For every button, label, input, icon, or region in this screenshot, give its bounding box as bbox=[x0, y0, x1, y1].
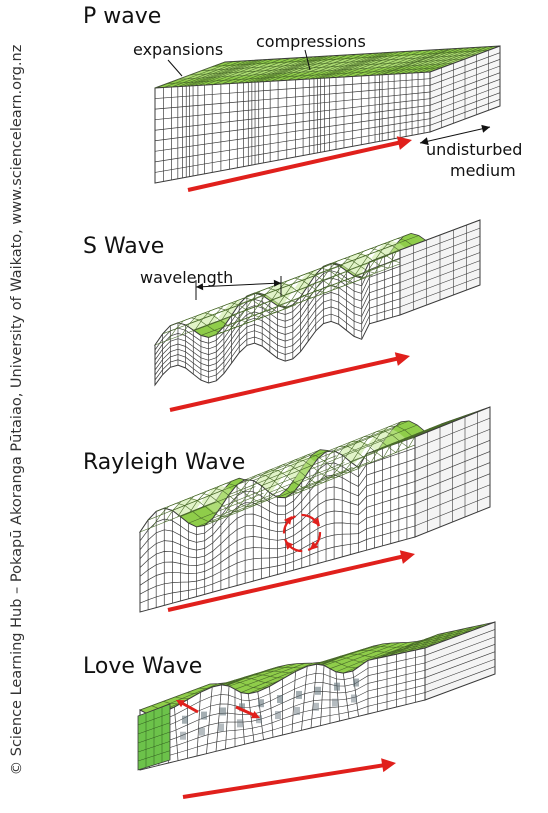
love-wave-shear-arrows bbox=[176, 700, 260, 719]
p-wave-direction-arrow bbox=[187, 136, 412, 192]
undisturbed-arrow bbox=[419, 124, 491, 146]
rayleigh-wave-title: Rayleigh Wave bbox=[83, 450, 246, 475]
expansions-label: expansions bbox=[133, 40, 224, 59]
medium-label: medium bbox=[450, 161, 516, 180]
s-wave-title: S Wave bbox=[83, 234, 165, 259]
wavelength-marker bbox=[195, 276, 282, 300]
love-wave-drawing bbox=[137, 621, 496, 771]
undisturbed-label: undisturbed bbox=[426, 140, 523, 159]
particle-motion-circle bbox=[282, 513, 322, 553]
expansions-pointer bbox=[167, 59, 183, 77]
p-wave-title: P wave bbox=[83, 4, 162, 29]
wavelength-label: wavelength bbox=[140, 268, 234, 287]
s-wave-direction-arrow bbox=[169, 352, 410, 412]
rayleigh-wave-drawing bbox=[138, 406, 491, 613]
compressions-label: compressions bbox=[256, 32, 366, 51]
love-wave-direction-arrow bbox=[182, 758, 396, 799]
s-wave-drawing bbox=[153, 219, 481, 387]
rayleigh-wave-direction-arrow bbox=[167, 550, 415, 612]
love-wave-title: Love Wave bbox=[83, 654, 203, 679]
compressions-pointer bbox=[304, 49, 311, 71]
p-wave-drawing bbox=[154, 45, 501, 184]
